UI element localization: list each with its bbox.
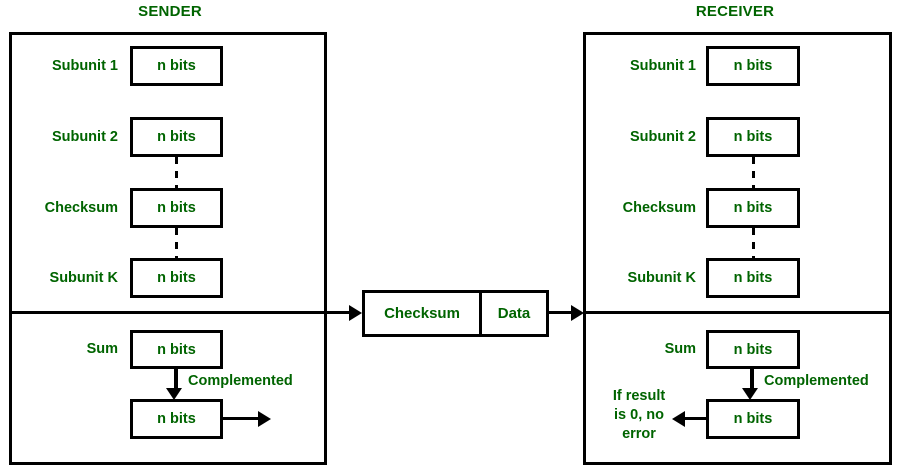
- sender-bitbox-subunit-k: n bits: [130, 258, 223, 298]
- sender-output-arrow-head-icon: [258, 411, 271, 427]
- sender-bitbox-sum: n bits: [130, 330, 223, 369]
- receive-arrow-line: [548, 311, 574, 314]
- receiver-dashed-connector-upper: [752, 157, 755, 188]
- sender-title: SENDER: [138, 3, 202, 20]
- receiver-dashed-connector-lower: [752, 228, 755, 258]
- sender-dashed-connector-lower: [175, 228, 178, 258]
- receiver-bitbox-checksum: n bits: [706, 188, 800, 228]
- sender-bitbox-subunit-2: n bits: [130, 117, 223, 157]
- receiver-complement-arrow-head-icon: [742, 388, 758, 400]
- receiver-row-label-checksum: Checksum: [622, 200, 696, 216]
- receiver-bitbox-complemented: n bits: [706, 399, 800, 439]
- transmit-arrow-line: [327, 311, 352, 314]
- receiver-complement-arrow-line: [750, 369, 754, 391]
- transmit-arrow-head-icon: [349, 305, 362, 321]
- sender-row-label-checksum: Checksum: [44, 200, 118, 216]
- sender-row-label-subunit-1: Subunit 1: [51, 58, 118, 74]
- receiver-panel-divider: [583, 311, 892, 314]
- receiver-panel: [583, 32, 892, 465]
- receiver-row-label-sum: Sum: [664, 341, 696, 357]
- sender-panel-divider: [9, 311, 327, 314]
- receiver-result-note: If result is 0, no error: [612, 388, 666, 442]
- receive-arrow-head-icon: [571, 305, 584, 321]
- receiver-result-arrow-line: [682, 417, 708, 420]
- sender-row-label-sum: Sum: [86, 341, 118, 357]
- receiver-bitbox-subunit-k: n bits: [706, 258, 800, 298]
- receiver-bitbox-subunit-2: n bits: [706, 117, 800, 157]
- sender-row-label-subunit-2: Subunit 2: [51, 129, 118, 145]
- receiver-title: RECEIVER: [695, 3, 775, 20]
- receiver-bitbox-subunit-1: n bits: [706, 46, 800, 86]
- sender-complement-arrow-head-icon: [166, 388, 182, 400]
- sender-complement-arrow-line: [174, 369, 178, 391]
- receiver-row-label-subunit-1: Subunit 1: [629, 58, 696, 74]
- receiver-complemented-annotation: Complemented: [764, 373, 869, 389]
- receiver-result-arrow-head-icon: [672, 411, 685, 427]
- packet-checksum-field: Checksum: [365, 293, 482, 334]
- receiver-bitbox-sum: n bits: [706, 330, 800, 369]
- packet-data-field: Data: [497, 305, 531, 322]
- transmitted-packet: Checksum Data: [362, 290, 549, 337]
- sender-complemented-annotation: Complemented: [188, 373, 293, 389]
- sender-row-label-subunit-k: Subunit K: [49, 270, 118, 286]
- sender-output-arrow-line: [223, 417, 263, 420]
- receiver-row-label-subunit-2: Subunit 2: [629, 129, 696, 145]
- sender-bitbox-subunit-1: n bits: [130, 46, 223, 86]
- sender-bitbox-checksum: n bits: [130, 188, 223, 228]
- sender-dashed-connector-upper: [175, 157, 178, 188]
- sender-bitbox-complemented: n bits: [130, 399, 223, 439]
- receiver-row-label-subunit-k: Subunit K: [627, 270, 696, 286]
